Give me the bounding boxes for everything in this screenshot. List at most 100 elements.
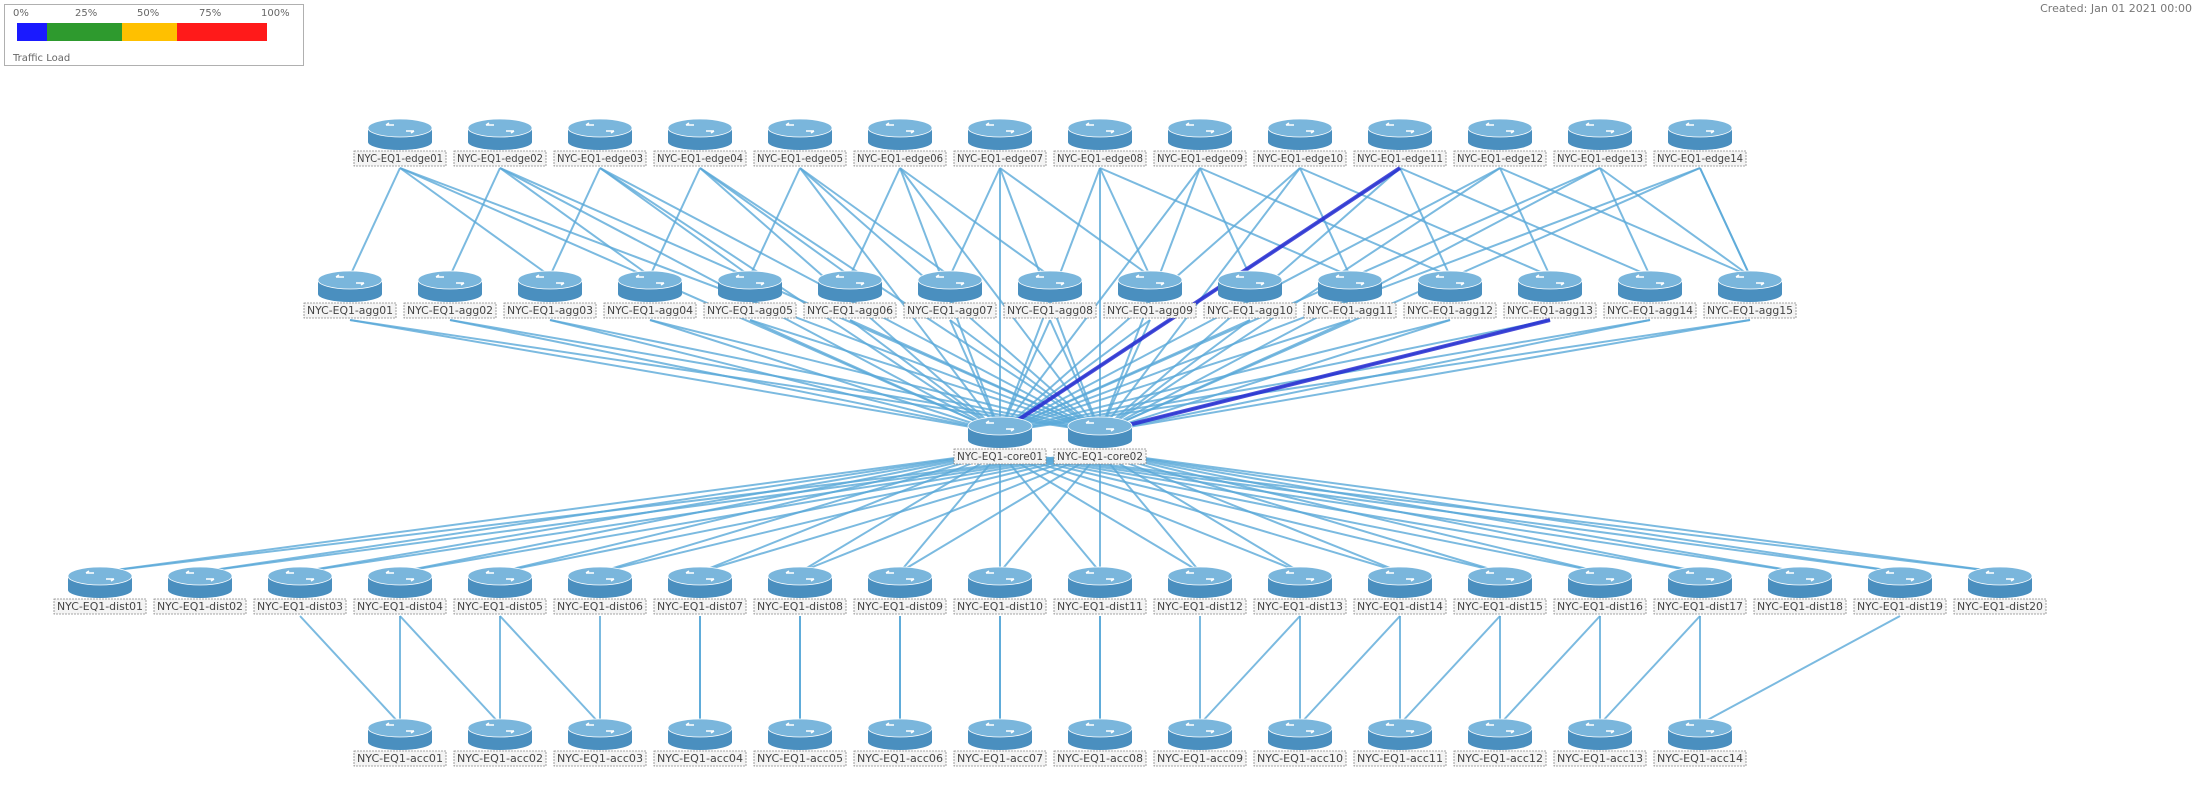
router-node-r4-10[interactable]: NYC-EQ1-dist11 bbox=[1053, 566, 1147, 615]
router-node-r1-9[interactable]: NYC-EQ1-edge10 bbox=[1253, 118, 1347, 167]
router-node-r1-7[interactable]: NYC-EQ1-edge08 bbox=[1053, 118, 1147, 167]
router-icon-top bbox=[1067, 118, 1133, 138]
router-node-r5-1[interactable]: NYC-EQ1-acc02 bbox=[453, 718, 547, 767]
router-node-r4-8[interactable]: NYC-EQ1-dist09 bbox=[853, 566, 947, 615]
router-node-r5-11[interactable]: NYC-EQ1-acc12 bbox=[1453, 718, 1547, 767]
router-node-r2-4[interactable]: NYC-EQ1-agg05 bbox=[703, 270, 797, 319]
router-node-r2-5[interactable]: NYC-EQ1-agg06 bbox=[803, 270, 897, 319]
router-node-r4-12[interactable]: NYC-EQ1-dist13 bbox=[1253, 566, 1347, 615]
router-node-r5-0[interactable]: NYC-EQ1-acc01 bbox=[353, 718, 447, 767]
router-node-r4-7[interactable]: NYC-EQ1-dist08 bbox=[753, 566, 847, 615]
router-node-r5-9[interactable]: NYC-EQ1-acc10 bbox=[1253, 718, 1347, 767]
router-node-r1-0[interactable]: NYC-EQ1-edge01 bbox=[353, 118, 447, 167]
router-icon-base bbox=[968, 734, 1032, 750]
router-node-r2-2[interactable]: NYC-EQ1-agg03 bbox=[503, 270, 597, 319]
router-node-r4-1[interactable]: NYC-EQ1-dist02 bbox=[153, 566, 247, 615]
router-node-r1-4[interactable]: NYC-EQ1-edge05 bbox=[753, 118, 847, 167]
router-node-r2-10[interactable]: NYC-EQ1-agg11 bbox=[1303, 270, 1397, 319]
router-node-r5-6[interactable]: NYC-EQ1-acc07 bbox=[953, 718, 1047, 767]
router-node-r4-11[interactable]: NYC-EQ1-dist12 bbox=[1153, 566, 1247, 615]
router-node-r4-0[interactable]: NYC-EQ1-dist01 bbox=[53, 566, 147, 615]
router-icon-top bbox=[1167, 718, 1233, 738]
router-node-r1-2[interactable]: NYC-EQ1-edge03 bbox=[553, 118, 647, 167]
router-node-r1-11[interactable]: NYC-EQ1-edge12 bbox=[1453, 118, 1547, 167]
link-agg-core bbox=[1099, 319, 1751, 433]
router-node-r5-2[interactable]: NYC-EQ1-acc03 bbox=[553, 718, 647, 767]
link-edge-agg bbox=[1599, 167, 1751, 277]
node-label-box bbox=[1503, 302, 1597, 319]
link-edge-core bbox=[999, 167, 1201, 433]
router-node-r4-5[interactable]: NYC-EQ1-dist06 bbox=[553, 566, 647, 615]
router-node-r2-12[interactable]: NYC-EQ1-agg13 bbox=[1503, 270, 1597, 319]
router-icon-base bbox=[1168, 134, 1232, 150]
router-node-r1-1[interactable]: NYC-EQ1-edge02 bbox=[453, 118, 547, 167]
node-label: NYC-EQ1-dist03 bbox=[257, 600, 343, 613]
router-node-r2-0[interactable]: NYC-EQ1-agg01 bbox=[303, 270, 397, 319]
router-node-r4-13[interactable]: NYC-EQ1-dist14 bbox=[1353, 566, 1447, 615]
router-arrows-icon bbox=[1685, 122, 1715, 134]
router-icon-base bbox=[268, 582, 332, 598]
router-icon-base bbox=[968, 432, 1032, 448]
router-arrows-icon bbox=[285, 570, 315, 582]
router-node-r4-19[interactable]: NYC-EQ1-dist20 bbox=[1953, 566, 2047, 615]
router-node-r4-18[interactable]: NYC-EQ1-dist19 bbox=[1853, 566, 1947, 615]
router-arrows-icon bbox=[1185, 122, 1215, 134]
router-node-r5-3[interactable]: NYC-EQ1-acc04 bbox=[653, 718, 747, 767]
router-node-r5-10[interactable]: NYC-EQ1-acc11 bbox=[1353, 718, 1447, 767]
node-label: NYC-EQ1-edge09 bbox=[1157, 152, 1243, 165]
router-node-r2-11[interactable]: NYC-EQ1-agg12 bbox=[1403, 270, 1497, 319]
router-node-r4-6[interactable]: NYC-EQ1-dist07 bbox=[653, 566, 747, 615]
router-icon-base bbox=[618, 286, 682, 302]
router-node-core-1[interactable]: NYC-EQ1-core02 bbox=[1053, 416, 1147, 465]
router-icon-top bbox=[1467, 118, 1533, 138]
router-node-r5-4[interactable]: NYC-EQ1-acc05 bbox=[753, 718, 847, 767]
router-node-r1-12[interactable]: NYC-EQ1-edge13 bbox=[1553, 118, 1647, 167]
router-node-r2-3[interactable]: NYC-EQ1-agg04 bbox=[603, 270, 697, 319]
node-label-box bbox=[1353, 750, 1447, 767]
legend-ticks: 0% 25% 50% 75% 100% bbox=[5, 8, 305, 22]
router-arrows-icon bbox=[685, 722, 715, 734]
traffic-legend: 0% 25% 50% 75% 100% Traffic Load bbox=[4, 4, 304, 66]
router-node-r4-15[interactable]: NYC-EQ1-dist16 bbox=[1553, 566, 1647, 615]
router-node-r4-3[interactable]: NYC-EQ1-dist04 bbox=[353, 566, 447, 615]
router-arrows-icon bbox=[585, 122, 615, 134]
router-node-r1-10[interactable]: NYC-EQ1-edge11 bbox=[1353, 118, 1447, 167]
router-arrows-icon bbox=[1385, 722, 1415, 734]
router-node-r4-17[interactable]: NYC-EQ1-dist18 bbox=[1753, 566, 1847, 615]
router-node-r2-9[interactable]: NYC-EQ1-agg10 bbox=[1203, 270, 1297, 319]
router-icon-base bbox=[68, 582, 132, 598]
router-node-core-0[interactable]: NYC-EQ1-core01 bbox=[953, 416, 1047, 465]
router-icon-base bbox=[1668, 134, 1732, 150]
router-node-r4-2[interactable]: NYC-EQ1-dist03 bbox=[253, 566, 347, 615]
router-node-r1-13[interactable]: NYC-EQ1-edge14 bbox=[1653, 118, 1747, 167]
router-node-r4-9[interactable]: NYC-EQ1-dist10 bbox=[953, 566, 1047, 615]
router-node-r1-3[interactable]: NYC-EQ1-edge04 bbox=[653, 118, 747, 167]
router-node-r2-14[interactable]: NYC-EQ1-agg15 bbox=[1703, 270, 1797, 319]
router-icon-base bbox=[368, 134, 432, 150]
router-node-r5-8[interactable]: NYC-EQ1-acc09 bbox=[1153, 718, 1247, 767]
router-node-r5-5[interactable]: NYC-EQ1-acc06 bbox=[853, 718, 947, 767]
router-node-r2-13[interactable]: NYC-EQ1-agg14 bbox=[1603, 270, 1697, 319]
router-node-r1-8[interactable]: NYC-EQ1-edge09 bbox=[1153, 118, 1247, 167]
node-label: NYC-EQ1-dist09 bbox=[857, 600, 943, 613]
router-node-r5-7[interactable]: NYC-EQ1-acc08 bbox=[1053, 718, 1147, 767]
router-icon-top bbox=[1367, 566, 1433, 586]
router-node-r1-6[interactable]: NYC-EQ1-edge07 bbox=[953, 118, 1047, 167]
router-node-r2-1[interactable]: NYC-EQ1-agg02 bbox=[403, 270, 497, 319]
node-label-box bbox=[1603, 302, 1697, 319]
router-node-r2-8[interactable]: NYC-EQ1-agg09 bbox=[1103, 270, 1197, 319]
router-icon-top bbox=[1117, 270, 1183, 290]
router-node-r5-13[interactable]: NYC-EQ1-acc14 bbox=[1653, 718, 1747, 767]
router-node-r1-5[interactable]: NYC-EQ1-edge06 bbox=[853, 118, 947, 167]
router-node-r4-4[interactable]: NYC-EQ1-dist05 bbox=[453, 566, 547, 615]
router-node-r4-16[interactable]: NYC-EQ1-dist17 bbox=[1653, 566, 1747, 615]
node-label: NYC-EQ1-dist11 bbox=[1057, 600, 1143, 613]
router-icon-top bbox=[367, 718, 433, 738]
router-node-r5-12[interactable]: NYC-EQ1-acc13 bbox=[1553, 718, 1647, 767]
router-icon-top bbox=[467, 566, 533, 586]
router-node-r2-6[interactable]: NYC-EQ1-agg07 bbox=[903, 270, 997, 319]
router-node-r4-14[interactable]: NYC-EQ1-dist15 bbox=[1453, 566, 1547, 615]
router-node-r2-7[interactable]: NYC-EQ1-agg08 bbox=[1003, 270, 1097, 319]
router-icon-top bbox=[867, 718, 933, 738]
router-arrows-icon bbox=[1035, 274, 1065, 286]
